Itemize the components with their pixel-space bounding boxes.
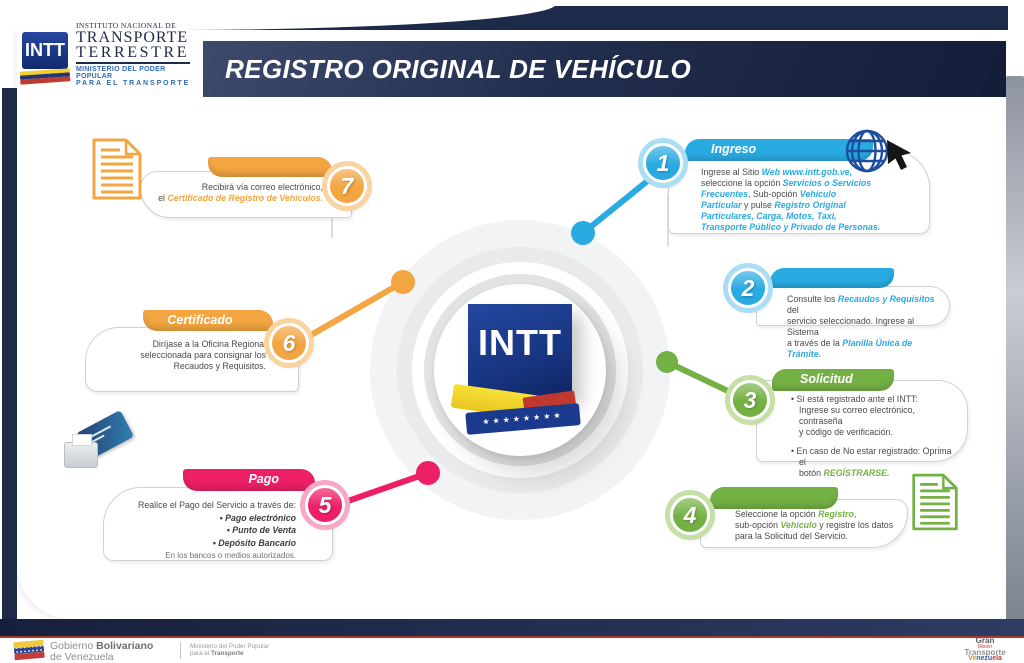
ministry-line2: PARA EL TRANSPORTE — [76, 80, 191, 87]
org-line1: INSTITUTO NACIONAL DE — [76, 21, 177, 30]
venezuela-flag-icon — [13, 639, 45, 661]
center-logo-text: INTT — [478, 322, 562, 363]
intt-center-logo: INTT — [468, 304, 572, 396]
gmtv-logo: Gran Misión Transporte Venezuela — [964, 636, 1006, 663]
ministry-brand: Ministerio del Poder Popular para el Tra… — [190, 643, 270, 657]
bottom-navy-bar — [0, 619, 1024, 636]
intt-logo-square: INTT — [22, 32, 68, 69]
government-brand: Gobierno Bolivariano de Venezuela — [50, 640, 154, 663]
footer-divider — [180, 642, 181, 659]
left-accent-bar — [2, 88, 17, 635]
page-title: REGISTRO ORIGINAL DE VEHÍCULO — [225, 53, 692, 84]
right-page-edge — [1006, 76, 1024, 622]
institute-name: INSTITUTO NACIONAL DE TRANSPORTE TERREST… — [76, 21, 198, 87]
org-line3: TERRESTRE — [76, 44, 190, 61]
flag-stars: ★★★★★★★★ — [482, 410, 564, 427]
divider — [76, 62, 190, 64]
bottom-red-line — [0, 636, 1024, 638]
ministry-line1: MINISTERIO DEL PODER POPULAR — [76, 66, 166, 80]
org-line2: TRANSPORTE — [76, 29, 189, 46]
title-bar: REGISTRO ORIGINAL DE VEHÍCULO — [203, 41, 1006, 97]
intt-acronym: INTT — [25, 40, 65, 60]
